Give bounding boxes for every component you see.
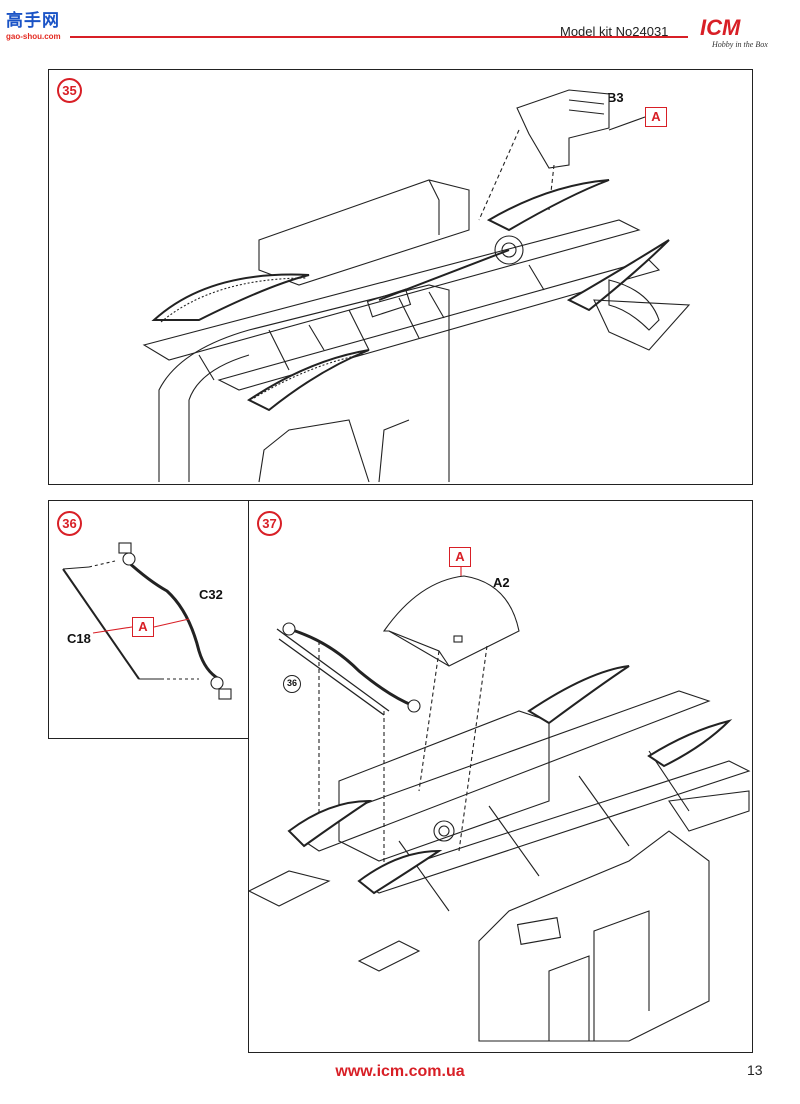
- site-logo-domain: gao-shou.com: [6, 32, 61, 41]
- step-35-panel: 35 B3 A: [48, 69, 753, 485]
- icm-logo: ICM Hobby in the Box: [700, 17, 780, 65]
- subassembly-a-callout: A: [132, 617, 154, 637]
- part-label-c32: C32: [199, 587, 223, 602]
- step-36-reference: 36: [283, 675, 301, 693]
- step-36-panel: 36 C32 C18 A: [48, 500, 250, 739]
- step-37-panel: 37 A2 A 36: [248, 500, 753, 1053]
- chassis-drawing-35: [142, 89, 691, 483]
- front-axle-drawing-36: [62, 542, 232, 700]
- site-logo-text: 高手网: [6, 11, 60, 31]
- part-label-b3: B3: [607, 90, 624, 105]
- chassis-assembly-drawing-37: [249, 567, 751, 1042]
- subassembly-a-callout: A: [449, 547, 471, 567]
- icm-logo-tagline: Hobby in the Box: [712, 40, 768, 49]
- header-rule: [70, 36, 688, 38]
- part-label-a2: A2: [493, 575, 510, 590]
- model-kit-title: Model kit No24031: [560, 24, 669, 39]
- page-number: 13: [747, 1062, 763, 1078]
- icm-logo-mark: ICM: [700, 15, 741, 40]
- step-number-35: 35: [57, 78, 82, 103]
- step-number-37: 37: [257, 511, 282, 536]
- step-number-36: 36: [57, 511, 82, 536]
- site-logo: 高手网 gao-shou.com: [6, 6, 70, 41]
- subassembly-a-callout: A: [645, 107, 667, 127]
- footer-url[interactable]: www.icm.com.ua: [335, 1063, 465, 1080]
- part-label-c18: C18: [67, 631, 91, 646]
